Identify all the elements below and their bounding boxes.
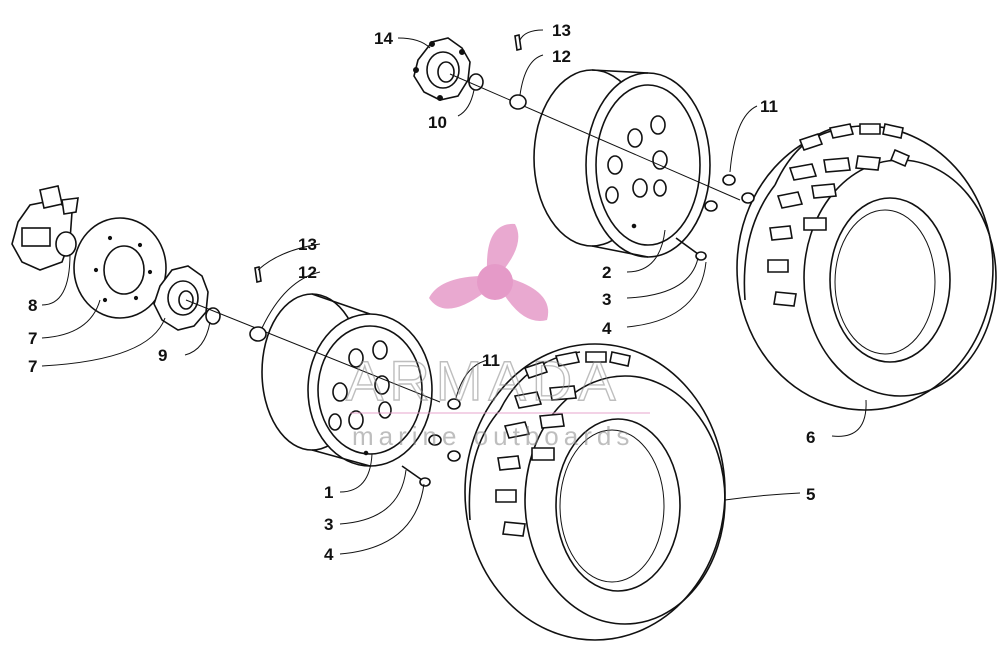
upper-wheel-rim-2	[533, 69, 711, 258]
callout-14: 14	[374, 29, 393, 48]
callout-3-lower: 3	[324, 515, 333, 534]
watermark: ARMADA marine outboards	[345, 223, 650, 451]
callout-labels: 14 13 12 10 11 2 3 4 6 5 13 12 11 9 1 3 …	[28, 21, 815, 564]
brake-caliper-9	[11, 185, 79, 271]
callout-1: 1	[324, 483, 333, 502]
callout-13-lower: 13	[298, 235, 317, 254]
hardware	[249, 34, 755, 487]
callout-11-upper: 11	[760, 97, 778, 116]
callout-11-lower: 11	[482, 351, 500, 370]
callout-9: 8	[28, 296, 37, 315]
propeller-logo-icon	[429, 223, 549, 321]
leader-lines	[41, 29, 867, 555]
callout-2: 2	[602, 263, 611, 282]
watermark-subtitle: marine outboards	[352, 421, 634, 451]
callout-4-lower: 4	[324, 545, 334, 564]
callout-10-upper: 10	[428, 113, 447, 132]
rear-tire-6	[736, 123, 997, 411]
callout-3-upper: 3	[602, 290, 611, 309]
callout-12-lower: 12	[298, 263, 317, 282]
callout-4-upper: 4	[602, 319, 612, 338]
brake-disc-8	[73, 217, 167, 319]
lower-wheel-rim-1	[261, 293, 433, 467]
callout-13-upper: 13	[552, 21, 571, 40]
callout-12-upper: 12	[552, 47, 571, 66]
lower-hub-7	[153, 265, 441, 403]
callout-8: 7	[28, 329, 37, 348]
upper-hub-14	[413, 37, 741, 201]
callout-7: 7	[28, 357, 37, 376]
front-tire-5	[464, 343, 726, 641]
callout-10-lower: 9	[158, 346, 167, 365]
watermark-title: ARMADA	[346, 349, 622, 412]
callout-6: 6	[806, 428, 815, 447]
callout-5: 5	[806, 485, 815, 504]
